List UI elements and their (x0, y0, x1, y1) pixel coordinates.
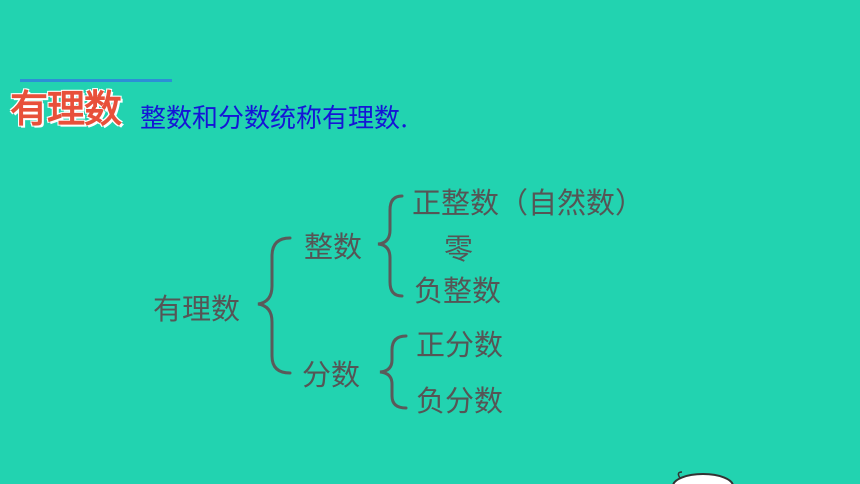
tree-integer-zero: 零 (444, 232, 474, 266)
tree-integer: 整数 (304, 230, 363, 264)
root-brace (257, 236, 292, 375)
tree-integer-negative: 负整数 (414, 274, 502, 308)
tree-root: 有理数 (153, 292, 241, 326)
badge-underline (20, 79, 172, 82)
tree-integer-positive: 正整数（自然数） (412, 186, 645, 220)
section-badge: 有理数 (10, 87, 122, 131)
tree-fraction: 分数 (302, 358, 361, 392)
fraction-brace (379, 334, 408, 410)
cartoon-mascot-icon (672, 471, 734, 484)
tree-fraction-positive: 正分数 (416, 328, 504, 362)
integer-brace (377, 194, 404, 298)
tree-fraction-negative: 负分数 (416, 384, 504, 418)
definition-text: 整数和分数统称有理数. (140, 104, 409, 134)
